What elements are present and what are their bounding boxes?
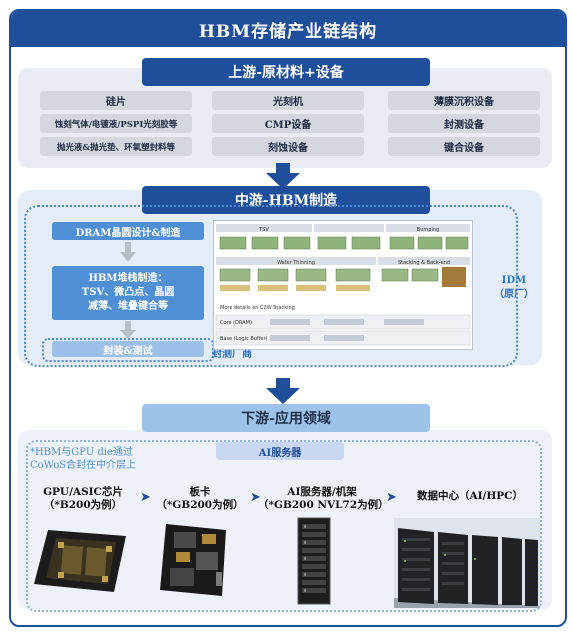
upstream-cell: 封测设备 [388,114,540,133]
gpu-chip-image [34,530,126,592]
hbm-process-diagram: TSV Bumping Wafer Thinning Stacking & Ba… [213,220,473,350]
stacking-line: 减薄、堆叠键合等 [88,301,168,312]
product-datacenter-title: 数据中心（AI/HPC） [400,490,540,503]
cowos-note-line: CoWoS合封在中介层上 [30,460,137,471]
ai-server-label: AI服务器 [216,442,344,460]
upstream-cell: 硅片 [40,91,192,110]
datacenter-image [394,518,540,608]
ai-server-dotted-boundary [26,440,542,612]
product-title-line: （*GB200 NVL72为例） [258,499,389,511]
upstream-cell: CMP设备 [212,114,364,133]
upstream-cell: 刻蚀设备 [212,137,364,156]
down-arrow-icon [120,321,136,339]
product-title-line: （*GB200为例） [156,499,244,511]
hbm-stacking-box: HBM堆栈制造： TSV、微凸点、晶圆 减薄、堆叠键合等 [52,266,204,320]
right-arrow-icon: ➤ [250,490,261,505]
col-label: Stacking & Back-end [398,260,450,266]
upstream-header: 上游-原材料+设备 [142,58,430,86]
product-title-line: 数据中心（AI/HPC） [416,490,524,502]
board-card-image [160,524,226,596]
idm-label-line: IDM [501,275,527,286]
server-rack-image [297,517,331,605]
product-server-title: AI服务器/机架 （*GB200 NVL72为例） [258,486,389,512]
right-arrow-icon: ➤ [140,490,151,505]
right-arrow-icon: ➤ [386,490,397,505]
osat-dotted-boundary [42,338,214,362]
midstream-header: 中游-HBM制造 [142,186,430,214]
downstream-header: 下游-应用领域 [142,404,430,432]
product-title-line: AI服务器/机架 [287,486,357,498]
row-label: Core (DRAM) [220,320,252,326]
down-arrow-icon [120,242,136,262]
upstream-cell: 薄膜沉积设备 [388,91,540,110]
col-label: Bumping [417,227,439,233]
upstream-cell: 光刻机 [212,91,364,110]
col-label: Wafer Thinning [277,260,315,266]
packaging-test-box: 封装&测试 [52,341,204,357]
cowos-note: *HBM与GPU die通过 CoWoS合封在中介层上 [30,446,136,472]
page-title: HBM存储产业链结构 [11,11,565,47]
idm-label-line: （原厂） [494,289,534,300]
upstream-cell: 蚀刻气体/电镀液/PSPI光刻胶等 [40,114,192,133]
dram-wafer-box: DRAM晶圆设计&制造 [52,222,204,240]
stacking-line: TSV、微凸点、晶圆 [81,287,175,298]
cowos-note-line: *HBM与GPU die通过 [30,447,133,458]
product-title-line: 板卡 [189,486,211,498]
row-label: Base (Logic Buffer) [220,336,268,342]
osat-label: 封测厂商 [212,349,252,360]
stacking-line: HBM堆栈制造： [88,273,168,284]
product-gpu-title: GPU/ASIC芯片 （*B200为例） [28,486,138,512]
upstream-cell: 键合设备 [388,137,540,156]
flow-arrow-icon [266,378,300,404]
product-board-title: 板卡 （*GB200为例） [150,486,250,512]
col-label: TSV [258,227,269,233]
product-title-line: GPU/ASIC芯片 [43,486,123,498]
idm-dotted-boundary [24,205,518,367]
product-title-line: （*B200为例） [43,499,123,511]
process-diagram-graphic: TSV Bumping Wafer Thinning Stacking & Ba… [215,224,471,346]
upstream-cell: 抛光液&抛光垫、环氧塑封料等 [40,137,192,156]
flow-arrow-icon [266,163,300,189]
row-label: More details on C2W Stacking [220,305,295,311]
idm-label: IDM （原厂） [494,274,534,302]
